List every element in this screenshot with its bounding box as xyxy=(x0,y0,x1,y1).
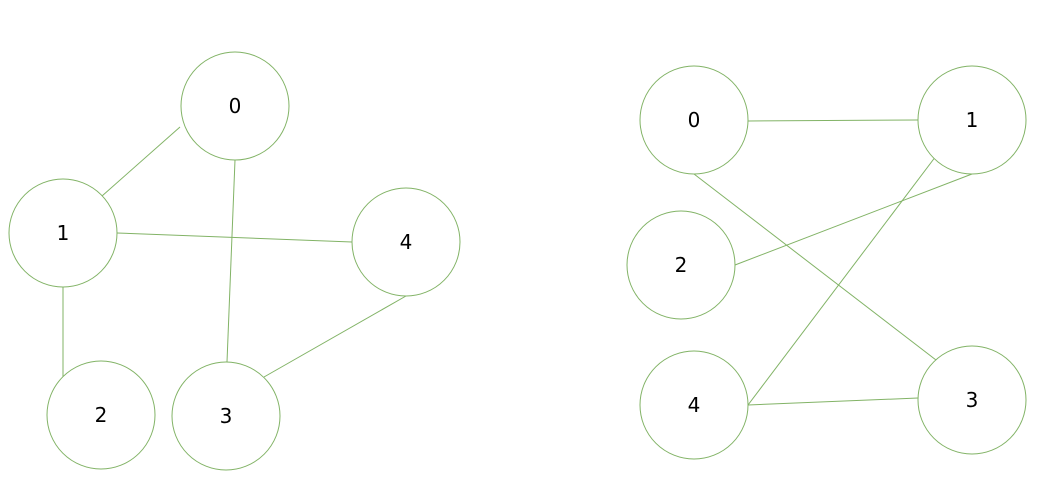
right-edge-0-3 xyxy=(693,173,937,361)
right-node-4-label: 4 xyxy=(688,393,701,417)
right-node-0-label: 0 xyxy=(688,108,701,132)
right-node-2-circle xyxy=(626,210,736,320)
left-node-4[interactable]: 4 xyxy=(351,187,461,297)
right-edge-4-3 xyxy=(747,397,919,406)
left-node-1[interactable]: 1 xyxy=(8,178,118,288)
right-node-2-label: 2 xyxy=(675,253,688,277)
left-edge-4-3 xyxy=(263,295,407,378)
left-node-4-circle xyxy=(351,187,461,297)
left-node-0-circle xyxy=(180,51,290,161)
right-graph: 0 1 2 3 4 xyxy=(626,65,1027,460)
right-node-3[interactable]: 3 xyxy=(917,345,1027,455)
left-node-2[interactable]: 2 xyxy=(46,360,156,470)
left-node-4-label: 4 xyxy=(400,230,413,254)
left-graph-edges xyxy=(62,126,407,378)
right-edge-1-4 xyxy=(747,155,937,406)
left-edge-0-3 xyxy=(226,159,236,363)
right-node-3-label: 3 xyxy=(966,388,979,412)
right-node-0-circle xyxy=(639,65,749,175)
left-node-2-label: 2 xyxy=(95,403,108,427)
left-node-3-circle xyxy=(171,361,281,471)
right-node-4-circle xyxy=(639,350,749,460)
left-node-2-circle xyxy=(46,360,156,470)
right-node-0[interactable]: 0 xyxy=(639,65,749,175)
right-edge-1-2 xyxy=(734,173,973,266)
left-edge-1-4 xyxy=(116,232,353,243)
right-node-1[interactable]: 1 xyxy=(917,65,1027,175)
right-node-3-circle xyxy=(917,345,1027,455)
left-node-0-label: 0 xyxy=(229,94,242,118)
right-node-2[interactable]: 2 xyxy=(626,210,736,320)
left-node-0[interactable]: 0 xyxy=(180,51,290,161)
right-node-1-label: 1 xyxy=(966,108,979,132)
right-node-1-circle xyxy=(917,65,1027,175)
left-edge-0-1 xyxy=(101,126,181,197)
right-node-4[interactable]: 4 xyxy=(639,350,749,460)
left-node-1-label: 1 xyxy=(57,221,70,245)
right-edge-0-1 xyxy=(747,119,919,122)
left-node-3[interactable]: 3 xyxy=(171,361,281,471)
left-node-1-circle xyxy=(8,178,118,288)
right-graph-edges xyxy=(693,119,973,406)
left-node-3-label: 3 xyxy=(220,404,233,428)
left-graph: 0 1 2 3 4 xyxy=(8,51,461,471)
